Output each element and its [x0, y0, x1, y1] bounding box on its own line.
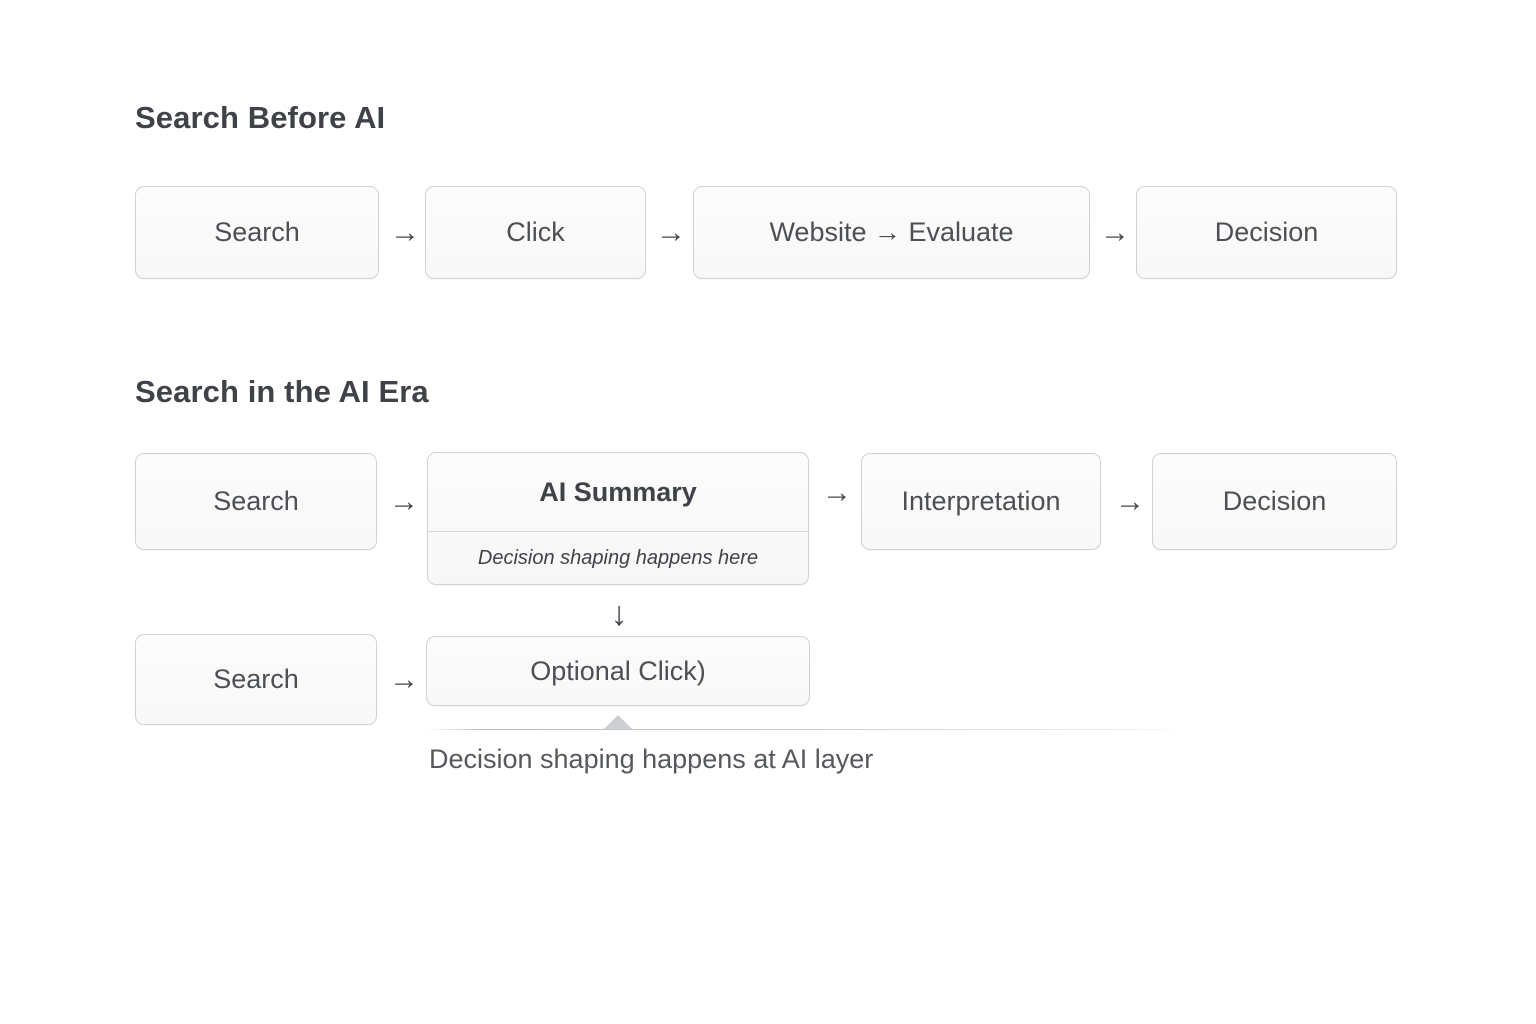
section-title-search-before-ai: Search Before AI: [135, 100, 386, 135]
arrow-before-3: →: [1100, 216, 1130, 249]
node-ai-search[interactable]: Search: [135, 453, 377, 550]
arrow-before-2: →: [656, 216, 686, 249]
node-before-search[interactable]: Search: [135, 186, 379, 279]
arrow-ai-1: →: [389, 485, 419, 518]
arrow-optional-1: →: [389, 663, 419, 696]
node-ai-interpretation[interactable]: Interpretation: [861, 453, 1101, 550]
arrow-before-1: →: [390, 216, 420, 249]
node-before-click[interactable]: Click: [425, 186, 646, 279]
node-before-website-evaluate[interactable]: Website → Evaluate: [693, 186, 1090, 279]
arrow-ai-3: →: [1115, 485, 1145, 518]
annotation-rule: [425, 729, 1190, 730]
arrow-down-ai-summary-to-optional-click: ↓: [610, 595, 628, 633]
node-before-decision[interactable]: Decision: [1136, 186, 1397, 279]
arrow-ai-2: →: [822, 476, 852, 509]
node-optional-click[interactable]: Optional Click): [426, 636, 810, 706]
node-optional-search[interactable]: Search: [135, 634, 377, 725]
annotation-caption: Decision shaping happens at AI layer: [429, 744, 874, 774]
annotation-caret-icon: [604, 715, 632, 729]
section-title-search-in-the-ai-era: Search in the AI Era: [135, 374, 429, 409]
node-ai-summary[interactable]: AI Summary Decision shaping happens here: [427, 452, 809, 585]
ai-summary-subtitle: Decision shaping happens here: [477, 546, 759, 569]
ai-summary-title: AI Summary: [428, 453, 808, 532]
node-ai-decision[interactable]: Decision: [1152, 453, 1397, 550]
